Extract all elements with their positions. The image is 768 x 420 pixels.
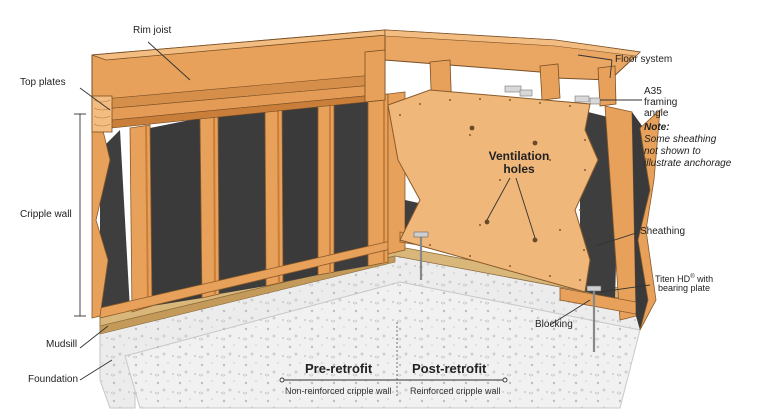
a35-label-1: A35	[644, 86, 662, 97]
blocking-label: Blocking	[535, 319, 573, 330]
cripple-wall-left	[91, 93, 396, 319]
mudsill-label: Mudsill	[46, 339, 78, 350]
titen-label-1: Titen HD® with	[655, 274, 714, 284]
titen-label-2: bearing plate	[658, 283, 711, 293]
cripple-wall-label: Cripple wall	[20, 209, 72, 220]
leader-lines	[74, 41, 651, 381]
note-line-2: not shown to	[644, 146, 701, 157]
a35-label-2: framing	[644, 97, 678, 108]
top-plates-rim-joist	[91, 29, 399, 133]
sheathing-panel	[387, 89, 599, 293]
foundation-label: Foundation	[28, 374, 79, 385]
note-line-1: Some sheathing	[644, 134, 717, 145]
ventilation-label-1: Ventilation	[488, 149, 550, 163]
top-plates-label: Top plates	[20, 77, 66, 88]
a35-label-3: angle	[644, 108, 669, 119]
titen-hd-anchors	[413, 231, 602, 352]
floor-system-label: Floor system	[615, 54, 673, 65]
sheathing-label: Sheathing	[640, 226, 686, 237]
post-retrofit-title: Post-retrofit	[412, 361, 487, 376]
comparison-bar	[279, 322, 508, 398]
ventilation-label-2: holes	[503, 162, 535, 176]
rim-joist-label: Rim joist	[133, 25, 172, 36]
sheathing-right-edge	[632, 109, 661, 331]
pre-retrofit-title: Pre-retrofit	[305, 361, 373, 376]
pre-retrofit-subtitle: Non-reinforced cripple wall	[285, 386, 392, 396]
post-retrofit-subtitle: Reinforced cripple wall	[410, 386, 501, 396]
note-line-3: illustrate anchorage	[644, 158, 732, 169]
note-title: Note:	[644, 122, 670, 133]
floor-system	[364, 29, 642, 117]
